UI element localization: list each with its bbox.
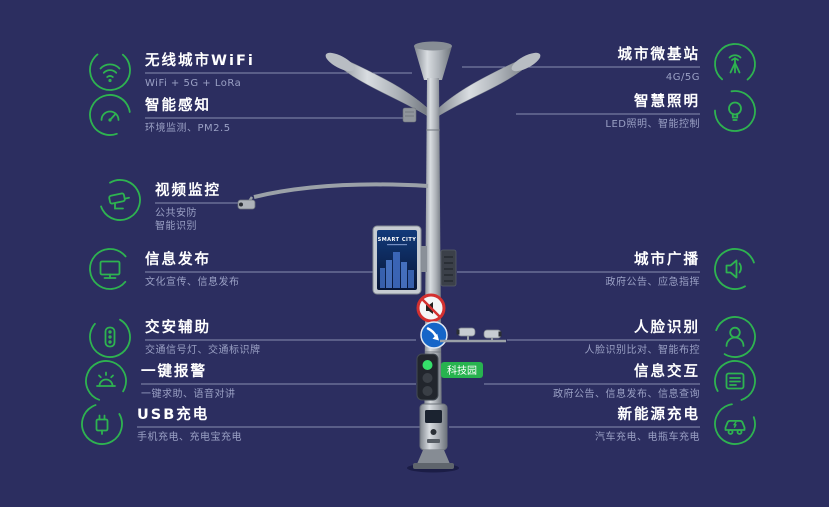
antenna-icon xyxy=(714,43,756,85)
feature-subtitle: 交通信号灯、交通标识牌 xyxy=(145,345,261,356)
feature-title: 信息发布 xyxy=(145,252,211,268)
feature-text: 城市广播 政府公告、应急指挥 xyxy=(606,251,701,289)
broadcast-speaker-box xyxy=(440,249,457,287)
connector-lines xyxy=(137,66,700,428)
feature-text: 新能源充电 汽车充电、电瓶车充电 xyxy=(595,406,700,444)
kiosk-icon xyxy=(714,360,756,402)
feature-text: 无线城市WiFi WiFi + 5G + LoRa xyxy=(145,52,255,90)
feature-subtitle: 政府公告、应急指挥 xyxy=(605,277,700,288)
tech-park-tag: 科技园 xyxy=(441,362,483,378)
feature-subtitle: 公共安防 智能识别 xyxy=(155,208,197,232)
feature-subtitle: 人脸识别比对、智能布控 xyxy=(584,345,700,356)
feature-subtitle: 汽车充电、电瓶车充电 xyxy=(595,432,700,443)
feature-title: 一键报警 xyxy=(141,364,207,380)
feature-subtitle: 政府公告、信息发布、信息查询 xyxy=(553,389,700,400)
feature-subtitle: 环境监测、PM2.5 xyxy=(145,123,231,134)
feature-video-surveillance: 视频监控 公共安防 智能识别 xyxy=(98,179,221,233)
feature-title: 无线城市WiFi xyxy=(145,53,255,69)
speaker-icon xyxy=(714,248,756,290)
feature-info-publishing: 信息发布 文化宣传、信息发布 xyxy=(88,248,240,291)
traffic-light xyxy=(416,353,439,401)
feature-subtitle: 一键求助、语音对讲 xyxy=(141,389,236,400)
feature-ev-charging: 新能源充电 汽车充电、电瓶车充电 xyxy=(595,403,757,446)
feature-title: 智慧照明 xyxy=(634,94,700,110)
feature-text: 人脸识别 人脸识别比对、智能布控 xyxy=(585,319,701,357)
feature-title: 城市广播 xyxy=(634,252,700,268)
traffic-light-icon xyxy=(89,316,131,358)
pole-base xyxy=(407,450,459,473)
feature-subtitle: WiFi + 5G + LoRa xyxy=(145,78,242,89)
face-icon xyxy=(714,316,756,358)
cctv-camera-arm xyxy=(237,182,429,210)
screen-icon xyxy=(89,248,131,290)
feature-text: 智慧照明 LED照明、智能控制 xyxy=(605,93,700,131)
feature-text: 视频监控 公共安防 智能识别 xyxy=(155,182,221,233)
feature-one-key-alarm: 一键报警 一键求助、语音对讲 xyxy=(84,360,236,403)
bulb-icon xyxy=(714,90,756,132)
feature-text: 智能感知 环境监测、PM2.5 xyxy=(145,97,231,135)
feature-title: 新能源充电 xyxy=(617,407,700,423)
feature-title: 城市微基站 xyxy=(617,47,700,63)
feature-info-interaction: 信息交互 政府公告、信息发布、信息查询 xyxy=(553,360,757,403)
feature-text: 信息交互 政府公告、信息发布、信息查询 xyxy=(553,363,700,401)
dual-cameras xyxy=(440,327,506,343)
feature-title: 人脸识别 xyxy=(634,320,700,336)
direction-sign xyxy=(420,321,448,349)
feature-traffic-assist: 交安辅助 交通信号灯、交通标识牌 xyxy=(88,316,261,359)
feature-sensing: 智能感知 环境监测、PM2.5 xyxy=(88,94,231,137)
usb-icon xyxy=(81,403,123,445)
feature-title: 视频监控 xyxy=(155,183,221,199)
feature-subtitle: 文化宣传、信息发布 xyxy=(145,277,240,288)
pole-display-screen: SMART CITY xyxy=(372,225,427,295)
feature-wifi: 无线城市WiFi WiFi + 5G + LoRa xyxy=(88,49,255,92)
camera-icon xyxy=(99,179,141,221)
screen-title-text: SMART CITY xyxy=(378,237,417,243)
feature-subtitle: 手机充电、充电宝充电 xyxy=(137,432,242,443)
feature-title: USB充电 xyxy=(137,407,210,423)
feature-micro-base-station: 城市微基站 4G/5G xyxy=(618,43,758,86)
feature-text: 一键报警 一键求助、语音对讲 xyxy=(141,363,236,401)
feature-face-recognition: 人脸识别 人脸识别比对、智能布控 xyxy=(585,316,758,359)
feature-usb-charging: USB充电 手机充电、充电宝充电 xyxy=(80,403,242,446)
no-horn-sign xyxy=(416,293,446,323)
tech-park-tag-text: 科技园 xyxy=(447,364,477,377)
feature-subtitle: 4G/5G xyxy=(665,72,700,83)
wifi-icon xyxy=(89,49,131,91)
feature-text: USB充电 手机充电、充电宝充电 xyxy=(137,406,242,444)
sensor-icon xyxy=(89,94,131,136)
ev-icon xyxy=(714,403,756,445)
feature-text: 交安辅助 交通信号灯、交通标识牌 xyxy=(145,319,261,357)
feature-city-broadcast: 城市广播 政府公告、应急指挥 xyxy=(606,248,758,291)
feature-title: 智能感知 xyxy=(145,98,211,114)
feature-text: 城市微基站 4G/5G xyxy=(618,46,701,84)
charging-cabinet xyxy=(419,403,448,451)
feature-title: 信息交互 xyxy=(634,364,700,380)
lamp-arms xyxy=(325,41,541,119)
environment-sensor xyxy=(402,107,417,123)
feature-title: 交安辅助 xyxy=(145,320,211,336)
feature-text: 信息发布 文化宣传、信息发布 xyxy=(145,251,240,289)
feature-subtitle: LED照明、智能控制 xyxy=(605,119,700,130)
feature-smart-lighting: 智慧照明 LED照明、智能控制 xyxy=(605,90,757,133)
alarm-icon xyxy=(85,360,127,402)
